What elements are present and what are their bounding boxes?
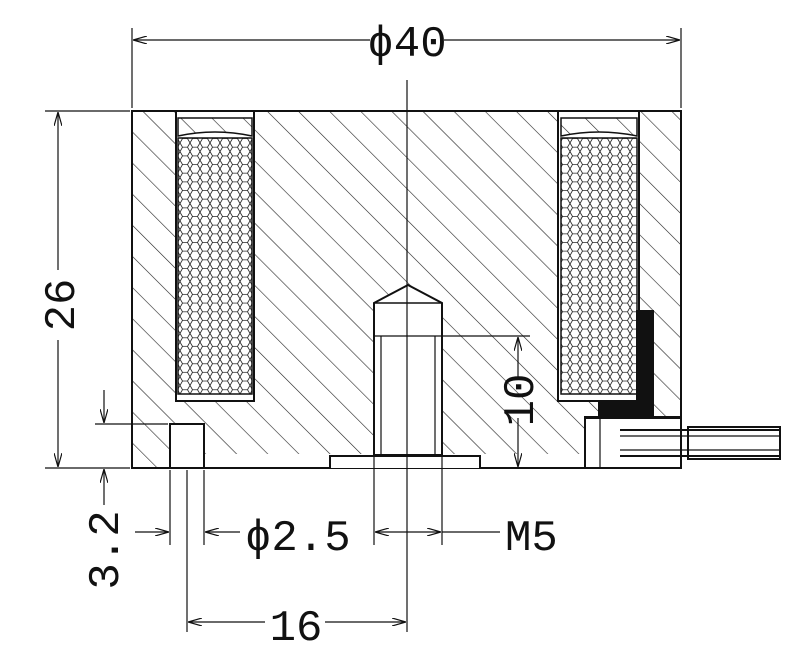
lead-wire-bundle	[598, 310, 654, 420]
pin-hole	[169, 423, 205, 469]
coil-right	[557, 110, 640, 402]
label-hole-diameter: ϕ2.5	[245, 514, 351, 564]
coil-left	[175, 110, 255, 402]
dim-thread-depth: 10	[442, 335, 547, 466]
dim-thread: M5	[373, 456, 558, 564]
label-thread-depth: 10	[497, 374, 547, 427]
label-thread: M5	[505, 514, 558, 564]
dim-outer-diameter: ϕ40	[131, 20, 682, 108]
cable-exit	[584, 417, 781, 469]
label-recess: 3.2	[82, 510, 132, 589]
dim-hole-diameter: ϕ2.5	[135, 470, 351, 564]
dim-recess: 3.2	[82, 390, 168, 590]
label-hole-offset: 16	[270, 604, 323, 654]
label-outer-diameter: ϕ40	[367, 20, 446, 70]
dim-height: 26	[38, 110, 130, 469]
label-height: 26	[38, 279, 88, 332]
dim-hole-offset: 16	[186, 470, 405, 654]
